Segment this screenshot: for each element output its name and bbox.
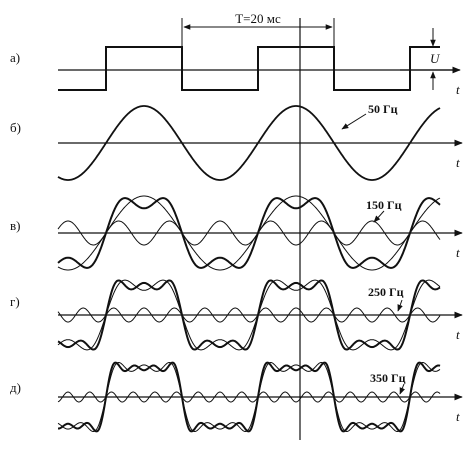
- amplitude-marker: U: [430, 28, 441, 90]
- panel-v: в) t 150 Гц: [10, 195, 463, 271]
- panel-label-a: а): [10, 50, 20, 65]
- partial-sum-250hz: [57, 279, 441, 351]
- freq-label-b: 50 Гц: [368, 102, 398, 116]
- amplitude-label: U: [430, 51, 441, 66]
- period-bracket: T=20 мс: [181, 11, 335, 50]
- period-label: T=20 мс: [235, 11, 281, 26]
- time-axis-label-b: t: [456, 155, 460, 170]
- panel-g: г) t 250 Гц: [10, 279, 463, 351]
- time-axis-label-d: t: [456, 409, 460, 424]
- panel-label-b: б): [10, 120, 21, 135]
- freq-label-v: 150 Гц: [366, 198, 402, 212]
- fundamental-harmonic-50hz: [57, 105, 441, 181]
- harmonic-7: [57, 391, 441, 403]
- panel-label-v: в): [10, 218, 20, 233]
- time-axis-label-v: t: [456, 245, 460, 260]
- panel-a: а) t: [10, 46, 461, 97]
- panel-d: д) t 350 Гц: [10, 361, 463, 433]
- partial-sum-350hz: [58, 361, 441, 433]
- freq-label-g: 250 Гц: [368, 285, 404, 299]
- square-wave: [58, 46, 440, 91]
- harmonic-5: [57, 307, 441, 323]
- panel-label-g: г): [10, 294, 20, 309]
- previous-partial-sum: [57, 362, 441, 432]
- partial-sum-150hz: [57, 197, 441, 269]
- panel-label-d: д): [10, 380, 21, 395]
- time-axis-label-a: t: [456, 82, 460, 97]
- time-axis-label-g: t: [456, 327, 460, 342]
- harmonic-1: [57, 195, 441, 271]
- panel-b: б) t 50 Гц: [10, 102, 463, 181]
- harmonic-3: [57, 220, 441, 246]
- freq-label-d: 350 Гц: [370, 371, 406, 385]
